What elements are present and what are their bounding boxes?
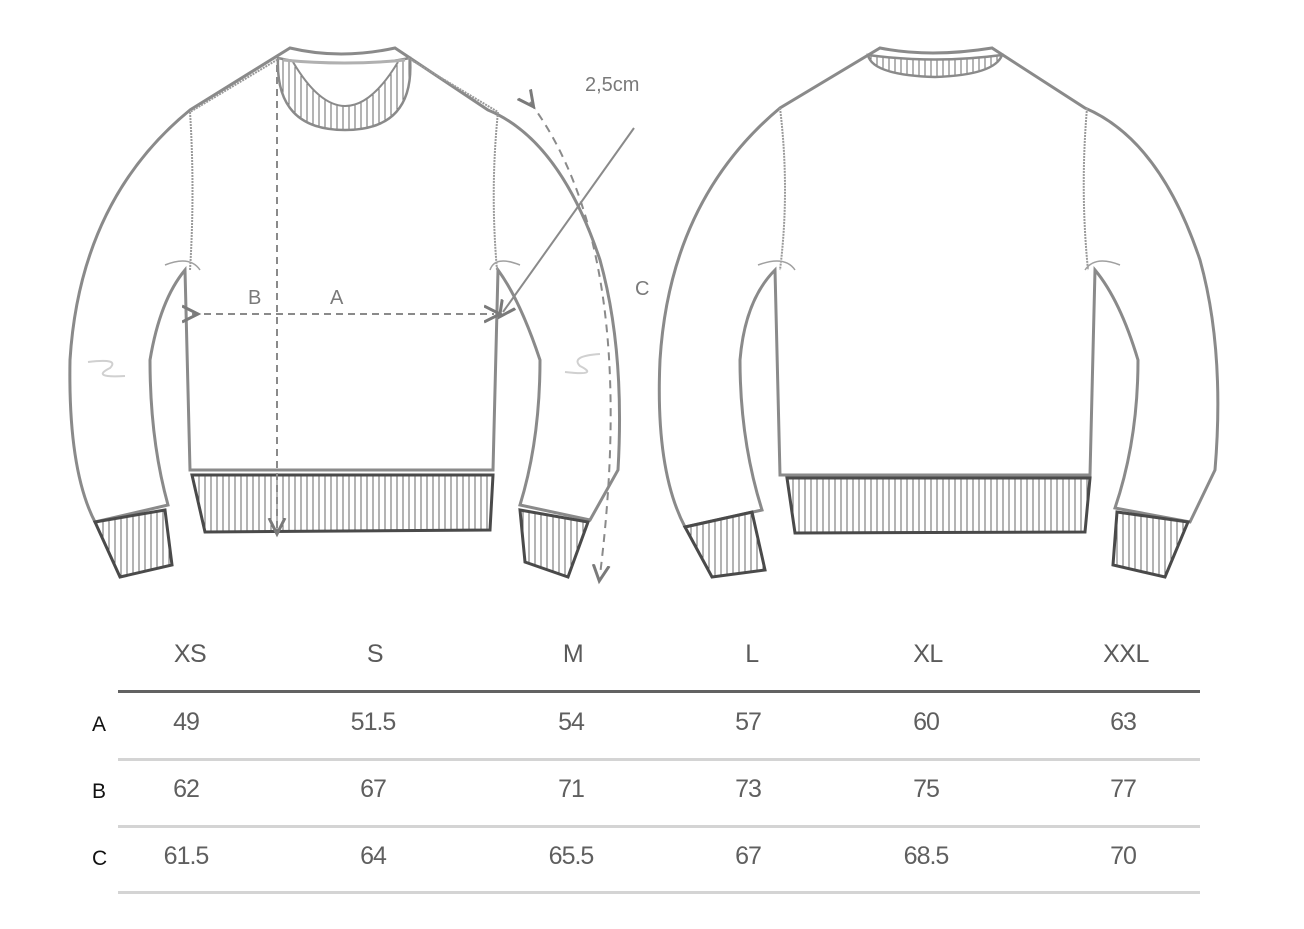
- table-cell: 60: [913, 708, 940, 736]
- table-cell: 67: [360, 775, 387, 803]
- table-cell: 77: [1110, 775, 1137, 803]
- row-divider: [118, 825, 1200, 828]
- row-divider: [118, 758, 1200, 761]
- size-header-xxl: XXL: [1103, 640, 1149, 668]
- row-label-b: B: [92, 780, 107, 803]
- table-cell: 49: [173, 708, 200, 736]
- row-divider: [118, 891, 1200, 894]
- label-a: A: [330, 287, 344, 309]
- table-cell: 62: [173, 775, 200, 803]
- row-label-c: C: [92, 847, 108, 870]
- table-cell: 63: [1110, 708, 1137, 736]
- size-header-m: M: [562, 640, 584, 668]
- table-cell: 73: [735, 775, 762, 803]
- table-cell: 70: [1110, 842, 1137, 870]
- table-cell: 51.5: [350, 708, 397, 736]
- sweatshirt-illustration: B A C 2,5cm: [68, 46, 1220, 600]
- sweatshirt-back: [657, 46, 1220, 579]
- table-cell: 64: [360, 842, 387, 870]
- size-header-xl: XL: [913, 640, 943, 668]
- seam-note-label: 2,5cm: [585, 74, 639, 96]
- size-header-s: S: [366, 640, 384, 668]
- sweatshirt-front: B A C 2,5cm: [68, 46, 649, 577]
- size-header-l: L: [745, 640, 759, 668]
- table-cell: 68.5: [903, 842, 950, 870]
- label-c: C: [635, 278, 649, 300]
- header-divider: [118, 690, 1200, 693]
- size-header-xs: XS: [173, 640, 207, 668]
- table-cell: 57: [735, 708, 762, 736]
- label-b: B: [248, 287, 261, 309]
- table-cell: 67: [735, 842, 762, 870]
- table-cell: 75: [913, 775, 940, 803]
- table-cell: 71: [558, 775, 585, 803]
- table-cell: 61.5: [163, 842, 210, 870]
- table-cell: 54: [558, 708, 585, 736]
- seam-pointer-line: [503, 127, 635, 312]
- table-cell: 65.5: [548, 842, 595, 870]
- row-label-a: A: [92, 713, 107, 736]
